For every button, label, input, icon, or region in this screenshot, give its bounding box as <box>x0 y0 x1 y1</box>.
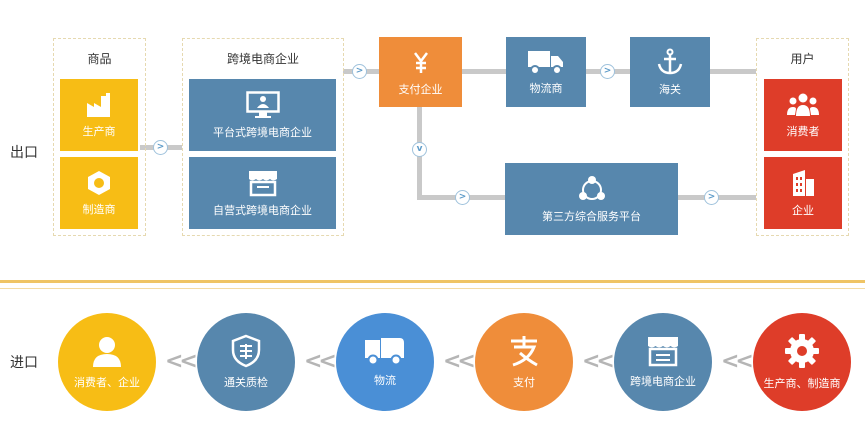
platform-ecommerce-label: 平台式跨境电商企业 <box>213 125 312 139</box>
chevron-right-icon: > <box>704 190 719 205</box>
network-cycle-icon <box>578 175 605 200</box>
import-step-label: 生产商、制造商 <box>763 377 841 390</box>
import-step-label: 跨境电商企业 <box>630 375 696 388</box>
import-step-label: 支付 <box>513 376 535 389</box>
nut-icon <box>88 170 110 195</box>
import-step-producer-manufacturer: 生产商、制造商 <box>753 313 851 411</box>
yuan-coin-icon <box>413 51 428 73</box>
chevron-down-icon: v <box>412 142 427 157</box>
third-party-platform-node: 第三方综合服务平台 <box>505 163 678 235</box>
enterprise-node: 企业 <box>764 157 842 229</box>
double-chevron-left-icon: << <box>304 349 337 374</box>
person-icon <box>93 337 121 367</box>
manufacturer-label: 制造商 <box>82 202 116 216</box>
ecommerce-group <box>182 38 344 236</box>
store-icon <box>648 337 678 367</box>
chevron-right-icon: > <box>352 64 367 79</box>
enterprise-label: 企业 <box>792 203 814 217</box>
users-group-title: 用户 <box>790 52 815 66</box>
producer-label: 生产商 <box>82 124 116 138</box>
chevron-right-icon: > <box>455 190 470 205</box>
chevron-right-icon: > <box>600 64 615 79</box>
producer-node: 生产商 <box>60 79 138 151</box>
section-divider-thin <box>0 288 865 289</box>
double-chevron-left-icon: << <box>443 349 476 374</box>
third-party-platform-label: 第三方综合服务平台 <box>542 209 641 223</box>
products-group-title: 商品 <box>87 52 112 66</box>
double-chevron-left-icon: << <box>721 349 754 374</box>
import-step-label: 物流 <box>374 374 396 387</box>
users-group <box>756 38 849 236</box>
products-group <box>53 38 146 236</box>
store-icon <box>248 170 277 196</box>
customs-label: 海关 <box>659 82 681 96</box>
import-step-label: 通关质检 <box>224 376 268 389</box>
consumer-label: 消费者 <box>786 124 820 138</box>
connector-payment-logistics <box>462 69 506 74</box>
ecommerce-group-title: 跨境电商企业 <box>226 52 299 66</box>
building-icon <box>793 169 814 196</box>
manufacturer-node: 制造商 <box>60 157 138 229</box>
import-step-logistics: 物流 <box>336 313 434 411</box>
anchor-icon <box>657 48 683 74</box>
payment-node: 支付企业 <box>379 37 462 107</box>
people-group-icon <box>787 93 819 116</box>
truck-icon <box>528 50 563 75</box>
shield-icon <box>231 334 261 368</box>
double-chevron-left-icon: << <box>165 349 198 374</box>
self-run-ecommerce-label: 自营式跨境电商企业 <box>213 203 312 217</box>
connector-customs-users <box>710 69 756 74</box>
platform-ecommerce-node: 平台式跨境电商企业 <box>189 79 336 151</box>
self-run-ecommerce-node: 自营式跨境电商企业 <box>189 157 336 229</box>
export-row-label: 出口 <box>10 145 38 161</box>
payment-label: 支付企业 <box>398 82 443 96</box>
monitor-icon <box>245 90 280 118</box>
import-step-payment: 支付 <box>475 313 573 411</box>
import-step-customs-inspection: 通关质检 <box>197 313 295 411</box>
import-row-label: 进口 <box>10 355 38 371</box>
logistics-label: 物流商 <box>529 81 563 95</box>
truck-icon <box>365 338 404 366</box>
import-step-consumer-enterprise: 消费者、企业 <box>58 313 156 411</box>
section-divider <box>0 280 865 283</box>
consumer-node: 消费者 <box>764 79 842 151</box>
import-step-label: 消费者、企业 <box>74 376 140 389</box>
import-step-ecommerce: 跨境电商企业 <box>614 313 712 411</box>
factory-icon <box>87 92 110 117</box>
alipay-icon <box>511 336 538 367</box>
logistics-node: 物流商 <box>506 37 586 107</box>
gear-icon <box>785 334 819 368</box>
chevron-right-icon: > <box>153 140 168 155</box>
double-chevron-left-icon: << <box>582 349 615 374</box>
customs-node: 海关 <box>630 37 710 107</box>
